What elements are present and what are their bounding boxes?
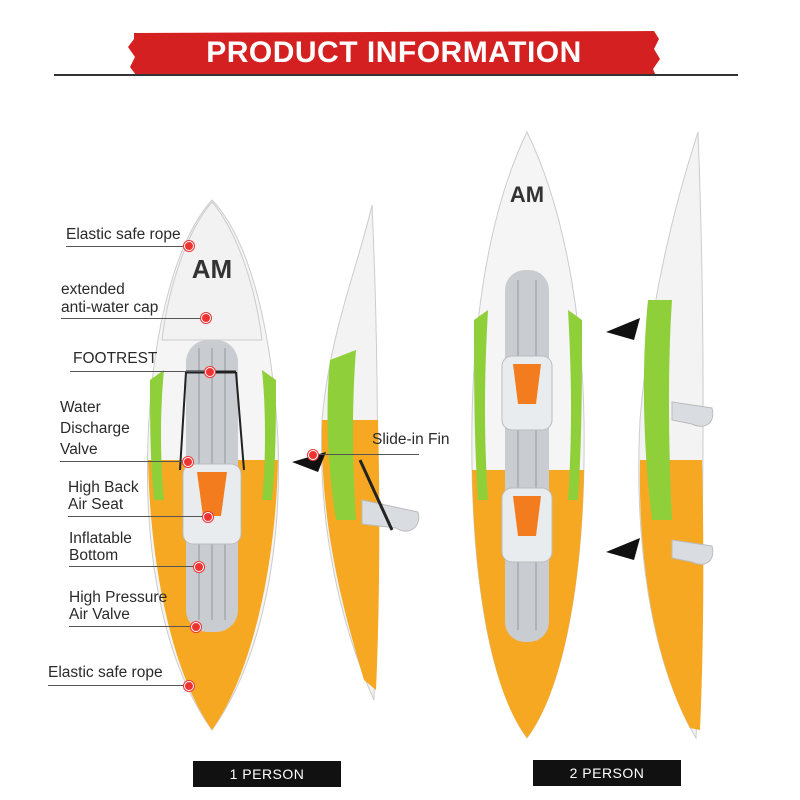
tag-one-person: 1 PERSON [193,761,341,787]
label-anti-water-cap-1: extended [61,281,125,298]
label-elastic-rope-top: Elastic safe rope [66,226,181,243]
label-water-valve-3: Valve [60,441,98,458]
label-footrest: FOOTREST [73,350,158,367]
label-elastic-rope-bottom: Elastic safe rope [48,664,163,681]
label-inflatable-1: Inflatable [69,530,132,547]
kayak-single-side-view [292,204,420,701]
label-water-valve-2: Discharge [60,420,130,437]
pointer-line [70,371,208,372]
marker-dot [205,367,215,377]
page-title: PRODUCT INFORMATION [206,36,582,69]
label-high-back-2: Air Seat [68,496,124,513]
label-anti-water-cap-2: anti-water cap [61,299,159,316]
header-divider [54,74,738,76]
marker-dot [203,512,213,522]
pointer-line [66,246,188,247]
pointer-line [69,566,196,567]
pointer-line [60,461,186,462]
pointer-line [61,318,204,319]
marker-dot [191,622,201,632]
tag-two-person: 2 PERSON [533,760,681,786]
label-water-valve-1: Water [60,399,101,416]
marker-dot [201,313,211,323]
label-slide-in-fin: Slide-in Fin [372,431,450,448]
pointer-line [69,626,193,627]
marker-dot [184,681,194,691]
marker-dot [184,241,194,251]
svg-text:AM: AM [510,182,544,207]
marker-dot [194,562,204,572]
pointer-line [313,454,419,455]
label-pressure-1: High Pressure [69,589,168,606]
label-inflatable-2: Bottom [69,547,119,564]
label-pressure-2: Air Valve [69,606,130,623]
marker-dot [183,457,193,467]
pointer-line [48,685,186,686]
svg-text:AM: AM [192,254,232,284]
marker-dot [308,450,318,460]
label-high-back-1: High Back [68,479,139,496]
kayak-double-top-view: AM [471,130,585,739]
pointer-line [68,516,204,517]
kayak-single-top-view: AM [146,199,279,731]
kayak-double-side-view [606,131,714,740]
header-banner [128,31,660,76]
